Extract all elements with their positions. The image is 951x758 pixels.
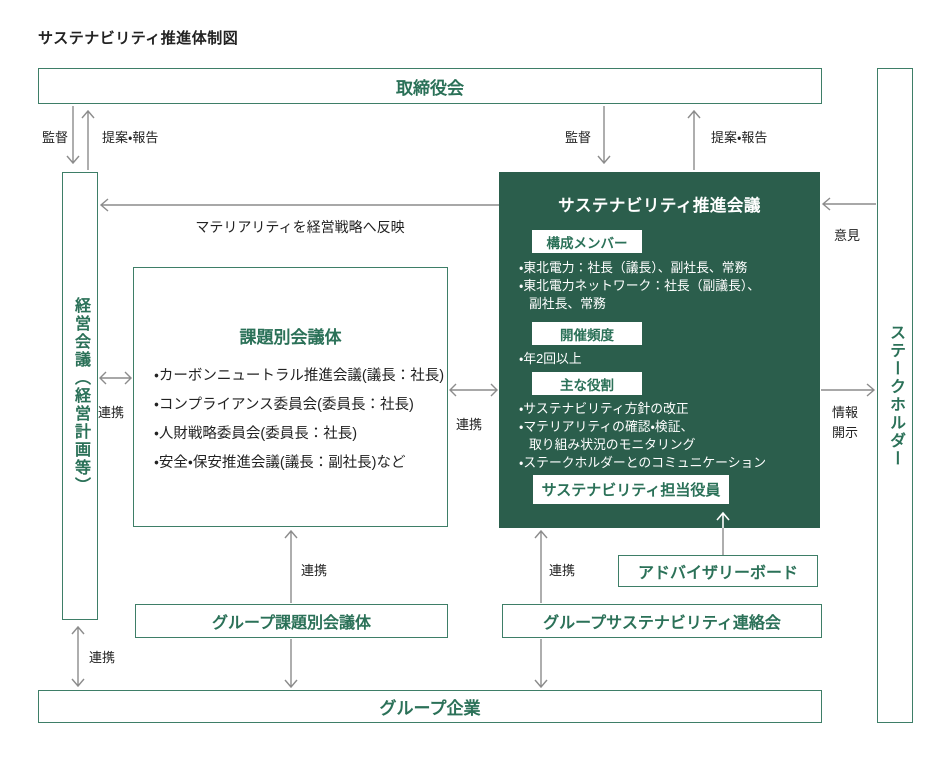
label-renkei-group-right: 連携 [549, 563, 576, 578]
label-supervision-left: 監督 [42, 130, 69, 145]
group-sustainability-liaison-label: グループサステナビリティ連絡会 [543, 615, 781, 632]
box-management-label: 経営会議（経営計画等） [72, 297, 89, 495]
arrow-supervision-mid [597, 106, 611, 165]
label-renkei-bottom-left: 連携 [89, 650, 116, 665]
roles-label: 主な役割 [532, 372, 642, 395]
box-advisory-board: アドバイザリーボード [618, 555, 818, 587]
roles-line: 取り組み状況のモニタリング [529, 437, 696, 452]
box-sustainability-council: サステナビリティ推進会議 構成メンバー ・東北電力：社長（議長）、副社長、常務 … [499, 172, 820, 528]
box-stakeholders-label: ステークホルダー [887, 323, 904, 468]
roles-line: ・マテリアリティの確認・検証、 [519, 419, 694, 434]
label-opinion: 意見 [834, 228, 861, 243]
arrow-supervision-left [66, 106, 80, 165]
label-materiality: マテリアリティを経営戦略へ反映 [195, 219, 405, 235]
page-title: サステナビリティ推進体制図 [38, 30, 239, 47]
box-group-companies: グループ企業 [38, 690, 822, 723]
advisory-board-label: アドバイザリーボード [637, 565, 798, 582]
box-group-issue-councils: グループ課題別会議体 [135, 604, 448, 638]
issue-council-item: ・カーボンニュートラル推進会議(議長：社長) [154, 368, 445, 384]
arrow-disclosure [821, 383, 876, 397]
issue-councils-title: 課題別会議体 [239, 328, 342, 347]
label-renkei-left-mid: 連携 [98, 405, 125, 420]
roles-line: ・サステナビリティ方針の改正 [519, 401, 689, 416]
frequency-line: ・年2回以上 [519, 351, 582, 366]
arrow-proposal-mid [687, 109, 701, 170]
label-proposal-mid: 提案・報告 [711, 130, 768, 145]
box-board-label: 取締役会 [396, 78, 464, 98]
box-group-sustainability-liaison: グループサステナビリティ連絡会 [502, 604, 822, 638]
members-line: ・東北電力：社長（議長）、副社長、常務 [519, 260, 748, 275]
box-management-meeting: 経営会議（経営計画等） [62, 172, 98, 620]
label-supervision-mid: 監督 [565, 130, 592, 145]
frequency-label: 開催頻度 [532, 322, 642, 345]
box-issue-councils: 課題別会議体 ・カーボンニュートラル推進会議(議長：社長) ・コンプライアンス委… [133, 267, 448, 527]
arrow-renkei-bottom-left [71, 625, 85, 688]
arrow-materiality [99, 198, 499, 212]
arrow-renkei-left-mid [99, 371, 132, 385]
members-line: ・東北電力ネットワーク：社長（副議長）、 [519, 278, 761, 293]
label-disclosure: 情報開示 [832, 405, 859, 440]
arrow-group-issue-to-companies [284, 639, 298, 689]
sustainability-council-title: サステナビリティ推進会議 [558, 197, 761, 215]
group-issue-councils-label: グループ課題別会議体 [211, 615, 372, 632]
group-companies-label: グループ企業 [379, 699, 481, 718]
roles-line: ・ステークホルダーとのコミュニケーション [519, 455, 767, 470]
arrow-renkei-group-left [284, 529, 298, 603]
label-proposal-left: 提案・報告 [102, 130, 159, 145]
arrow-proposal-left [81, 109, 95, 170]
issue-council-item: ・人財戦略委員会(委員長：社長) [154, 426, 358, 442]
box-stakeholders: ステークホルダー [877, 68, 913, 723]
box-board-of-directors: 取締役会 [38, 68, 822, 104]
sustainability-officer-label: サステナビリティ担当役員 [533, 475, 729, 504]
label-renkei-mid-right: 連携 [456, 417, 483, 432]
members-label: 構成メンバー [532, 230, 642, 253]
issue-council-item: ・コンプライアンス委員会(委員長：社長) [154, 397, 414, 413]
arrow-liaison-to-companies [534, 639, 548, 689]
label-renkei-group-left: 連携 [301, 563, 328, 578]
members-line: 副社長、常務 [529, 296, 606, 311]
arrow-renkei-group-right [534, 529, 548, 603]
issue-council-item: ・安全・保安推進会議(議長：副社長)など [154, 455, 406, 471]
arrow-renkei-mid-right [449, 383, 498, 397]
advisory-arrowhead-icon [716, 511, 730, 528]
arrow-opinion [821, 197, 876, 211]
